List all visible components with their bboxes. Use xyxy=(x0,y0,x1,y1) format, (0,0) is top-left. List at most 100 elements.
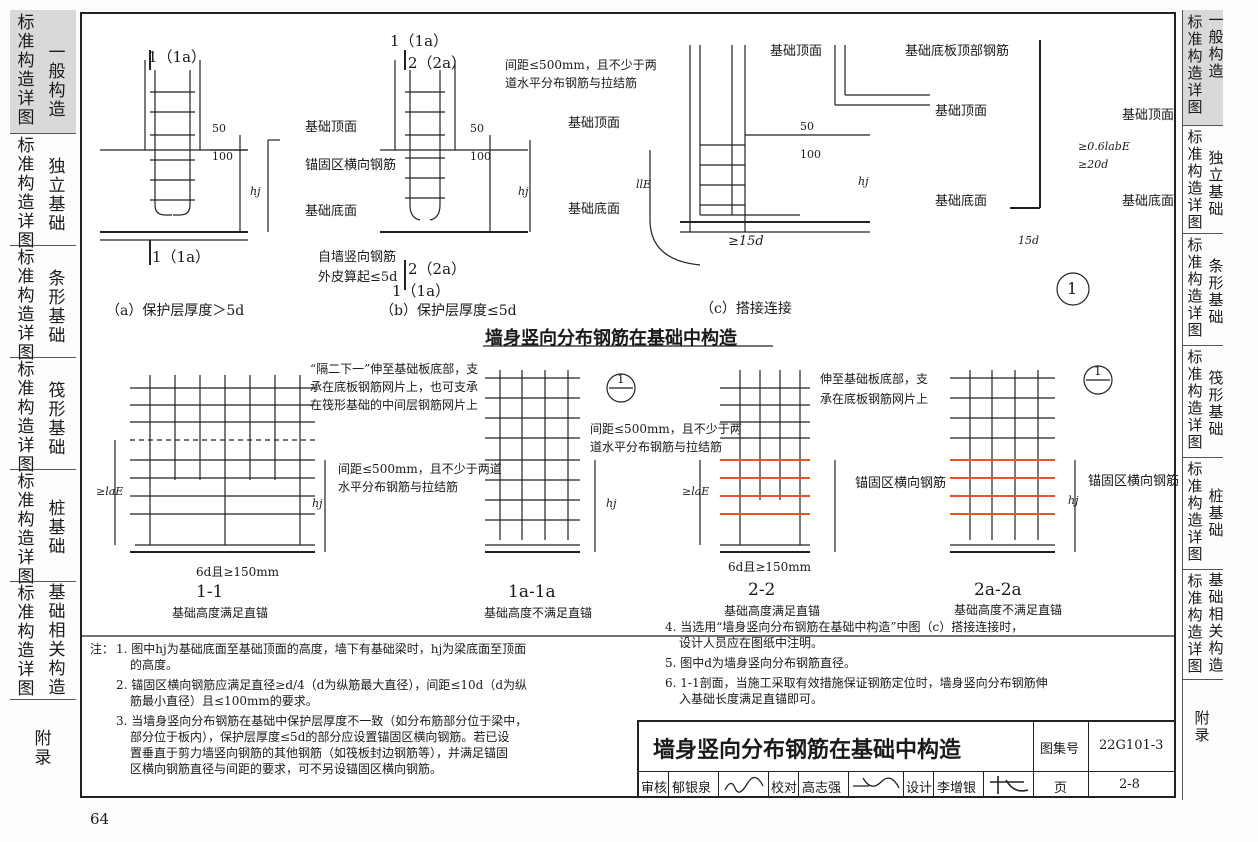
dim-label: ≥laE xyxy=(682,485,710,498)
dim-label: hj xyxy=(1068,494,1079,507)
note-line: 区横向钢筋直径与间距的要求，可不另设锚固区横向钢筋。 xyxy=(130,762,443,776)
note-line: 1. 图中hj为基础底面至基础顶面的高度，墙下有基础梁时，hj为梁底面至顶面 xyxy=(116,642,527,656)
dim-label: hj xyxy=(606,497,617,510)
dim-label: 50 xyxy=(470,122,484,135)
dim-label: ≥15d xyxy=(728,234,764,249)
drawing-title: 墙身竖向分布钢筋在基础中构造 xyxy=(485,328,737,349)
note-line: 部分位于板内），保护层厚度≤5d的部分应设置锚固区横向钢筋。若已设 xyxy=(130,730,510,744)
checker-name: 高志强 xyxy=(799,772,849,798)
annotation: 承在底板钢筋网片上 xyxy=(820,392,929,406)
annotation: 水平分布钢筋与拉结筋 xyxy=(338,480,459,494)
annotation: 锚固区横向钢筋 xyxy=(855,476,947,491)
sidebar-item-label: 附录 xyxy=(1194,709,1210,744)
dim-label: 15d xyxy=(1018,234,1040,247)
section-title: 1-1 xyxy=(196,582,224,602)
note-line: 2. 锚固区横向钢筋应满足直径≥d/4（d为纵筋最大直径），间距≤10d（d为纵 xyxy=(116,678,528,692)
sidebar-item-strip-foundation[interactable]: 标准构造详图 条形基础 xyxy=(10,246,76,363)
annotation: 基础顶面 xyxy=(568,116,621,131)
sidebar-item-label: 条形基础 xyxy=(1208,257,1223,326)
note-line: 5. 图中d为墙身竖向分布钢筋直径。 xyxy=(665,656,856,670)
notes-head: 注： xyxy=(90,642,115,656)
sidebar-item-label: 标准构造详图 xyxy=(17,584,35,699)
left-sidebar: 标准构造详图 一般构造 标准构造详图 独立基础 标准构造详图 条形基础 标准构造… xyxy=(10,10,76,800)
sidebar-item-label: 标准构造详图 xyxy=(1187,236,1203,339)
annotation: 外皮算起≤5d xyxy=(318,270,398,285)
figure-caption: （a）保护层厚度＞5d xyxy=(106,303,245,319)
annotation: 基础顶面 xyxy=(770,44,823,59)
annotation: 道水平分布钢筋与拉结筋 xyxy=(505,76,638,90)
section-title: 2a-2a xyxy=(974,580,1022,600)
detail-mark: 1 xyxy=(1094,364,1102,378)
section-mark: 2（2a） xyxy=(408,54,467,72)
sidebar-item-label: 筏形基础 xyxy=(1208,369,1223,438)
sidebar-item-label: 标准构造详图 xyxy=(1187,13,1203,116)
section-title: 2-2 xyxy=(748,580,776,600)
dim-label: hj xyxy=(312,497,323,510)
note-line: 的高度。 xyxy=(130,658,179,672)
note-line: 置垂直于剪力墙竖向钢筋的其他钢筋（如筏板封边钢筋等），并满足锚固 xyxy=(130,746,509,760)
sidebar-item-related-construction[interactable]: 标准构造详图 基础相关构造 xyxy=(1183,570,1223,680)
annotation: 间距≤500mm，且不少于两 xyxy=(505,58,657,72)
sidebar-item-appendix[interactable]: 附录 xyxy=(10,700,76,800)
detail-mark: 1 xyxy=(1067,279,1078,298)
title-block-title: 墙身竖向分布钢筋在基础中构造 xyxy=(639,722,1034,772)
section-subtitle: 基础高度不满足直锚 xyxy=(954,603,1063,617)
sidebar-item-label: 标准构造详图 xyxy=(1187,572,1203,675)
dim-label: ≥laE xyxy=(96,485,124,498)
figure-caption: （b）保护层厚度≤5d xyxy=(380,303,517,319)
dim-label: hj xyxy=(250,185,261,198)
page-label: 页 xyxy=(1034,772,1089,798)
sidebar-item-label: 一般构造 xyxy=(48,43,66,120)
atlas-label: 图集号 xyxy=(1034,722,1089,772)
note-line: 4. 当选用“墙身竖向分布钢筋在基础中构造”中图（c）搭接连接时， xyxy=(665,620,1024,634)
dim-label: 100 xyxy=(800,148,821,161)
sidebar-item-label: 标准构造详图 xyxy=(17,13,35,128)
annotation: “隔二下一”伸至基础板底部，支 xyxy=(310,362,479,376)
review-label: 审核 xyxy=(639,772,669,798)
dim-label: 100 xyxy=(470,150,491,163)
sidebar-item-label: 独立基础 xyxy=(48,157,66,234)
sidebar-item-label: 附录 xyxy=(34,729,52,768)
sidebar-item-general[interactable]: 标准构造详图 一般构造 xyxy=(10,10,76,134)
dim-label: ≥0.6labE xyxy=(1078,140,1130,153)
section-subtitle: 基础高度满足直锚 xyxy=(172,606,269,620)
check-label: 校对 xyxy=(769,772,799,798)
section-title: 1a-1a xyxy=(508,582,556,602)
dim-label: 100 xyxy=(212,150,233,163)
sidebar-item-appendix[interactable]: 附录 xyxy=(1183,680,1223,800)
dim-label: 6d且≥150mm xyxy=(196,565,280,579)
sidebar-item-label: 标准构造详图 xyxy=(17,248,35,363)
sidebar-item-strip-foundation[interactable]: 标准构造详图 条形基础 xyxy=(1183,234,1223,346)
sidebar-item-label: 独立基础 xyxy=(1208,149,1223,218)
title-block: 墙身竖向分布钢筋在基础中构造 图集号 22G101-3 审核 郁银泉 校对 高志… xyxy=(637,720,1176,798)
annotation: 基础顶面 xyxy=(305,120,358,135)
right-sidebar: 标准构造详图 一般构造 标准构造详图 独立基础 标准构造详图 条形基础 标准构造… xyxy=(1182,10,1223,800)
sidebar-item-label: 标准构造详图 xyxy=(1187,128,1203,231)
annotation: 基础底板顶部钢筋 xyxy=(905,44,1010,59)
designer-name: 李增银 xyxy=(934,772,984,798)
annotation: 基础底面 xyxy=(305,204,358,219)
annotation: 道水平分布钢筋与拉结筋 xyxy=(590,440,723,454)
sidebar-item-pile-foundation[interactable]: 标准构造详图 桩基础 xyxy=(10,470,76,587)
note-line: 入基础长度满足直锚即可。 xyxy=(679,692,824,706)
annotation: 基础底面 xyxy=(568,202,621,217)
sidebar-item-isolated-foundation[interactable]: 标准构造详图 独立基础 xyxy=(1183,126,1223,234)
section-subtitle: 基础高度满足直锚 xyxy=(724,604,821,618)
atlas-number: 22G101-3 xyxy=(1089,722,1176,772)
sheet-number: 2-8 xyxy=(1119,777,1140,792)
detail-mark: 1 xyxy=(617,372,625,386)
annotation: 自墙竖向钢筋 xyxy=(318,250,397,265)
sidebar-item-label: 筏形基础 xyxy=(48,381,66,458)
annotation: 在筏形基础的中间层钢筋网片上 xyxy=(310,398,479,412)
dim-label: 50 xyxy=(212,122,226,135)
sidebar-item-related-construction[interactable]: 标准构造详图 基础相关构造 xyxy=(10,582,76,700)
sidebar-item-general[interactable]: 标准构造详图 一般构造 xyxy=(1183,10,1223,126)
annotation: 基础顶面 xyxy=(935,104,988,119)
figure-caption: （c）搭接连接 xyxy=(700,301,792,317)
designer-signature xyxy=(984,772,1034,798)
sidebar-item-isolated-foundation[interactable]: 标准构造详图 独立基础 xyxy=(10,134,76,251)
sidebar-item-pile-foundation[interactable]: 标准构造详图 桩基础 xyxy=(1183,458,1223,570)
sidebar-item-raft-foundation[interactable]: 标准构造详图 筏形基础 xyxy=(10,358,76,475)
note-line: 设计人员应在图纸中注明。 xyxy=(679,636,824,650)
sidebar-item-raft-foundation[interactable]: 标准构造详图 筏形基础 xyxy=(1183,346,1223,458)
